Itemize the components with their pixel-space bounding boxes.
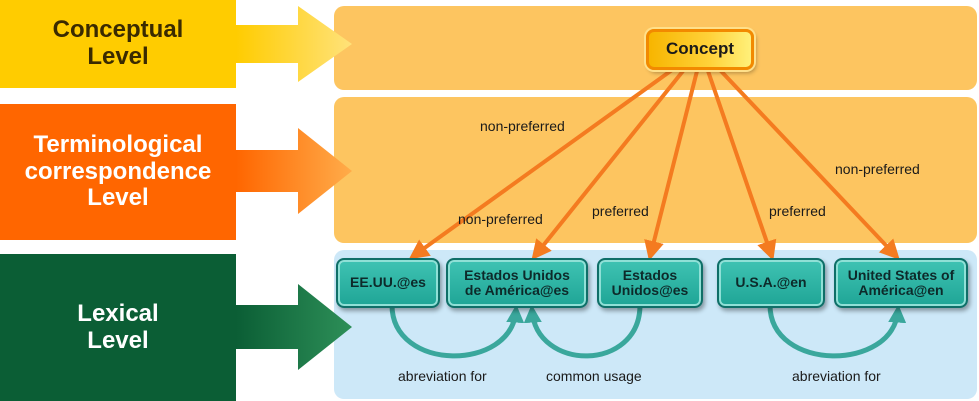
lexical-relation-label-abreviation-1: abreviation for [398,368,487,384]
lexical-relation-label-abreviation-2: abreviation for [792,368,881,384]
edge-united-states-of-america [718,68,900,260]
lexical-arrow-common-usage [523,304,643,359]
lexical-node-ee-uu: EE.UU.@es [336,258,440,308]
conceptual-level-arrow [236,6,352,82]
relation-label-preferred-2: preferred [769,203,826,219]
edge-usa [706,70,777,261]
lexical-level-label: Lexical Level [0,254,236,401]
lexical-node-estados-unidos: Estados Unidos@es [597,258,703,308]
edge-ee-uu [408,68,674,260]
edge-estados-unidos [644,70,699,261]
terminological-level-label: Terminological correspondence Level [0,104,236,240]
relation-label-non-preferred-3: non-preferred [835,161,920,177]
lexical-relation-label-common-usage: common usage [546,368,642,384]
lexical-arrow-abreviation-2 [767,304,907,359]
lexical-arrow-abreviation-1 [389,304,525,359]
lexical-node-usa: U.S.A.@en [717,258,825,308]
relation-label-preferred-1: preferred [592,203,649,219]
concept-node: Concept [646,29,754,70]
lexical-node-estados-unidos-de-america: Estados Unidos de América@es [446,258,588,308]
terminological-level-arrow [236,128,352,214]
edge-estados-unidos-de-america [531,69,685,261]
lexical-node-united-states-of-america: United States of América@en [834,258,968,308]
lexical-level-arrow [236,284,352,370]
terminological-band [334,97,977,243]
relation-label-non-preferred-2: non-preferred [458,211,543,227]
relation-label-non-preferred-1: non-preferred [480,118,565,134]
conceptual-level-label: Conceptual Level [0,0,236,88]
